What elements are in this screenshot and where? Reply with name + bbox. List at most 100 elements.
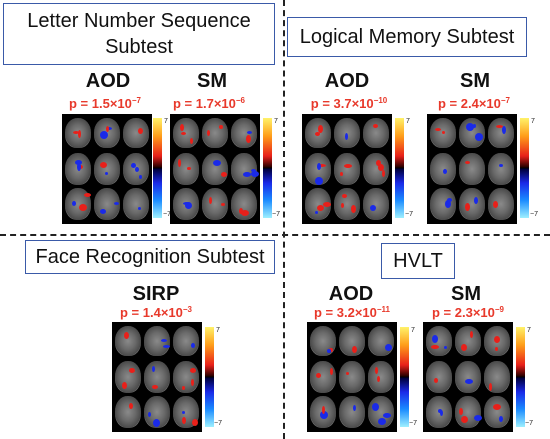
activation-blob xyxy=(178,159,182,168)
brain-slice xyxy=(94,153,120,185)
activation-blob xyxy=(345,371,349,375)
activation-blob xyxy=(79,204,88,212)
activation-blob xyxy=(435,128,442,132)
brain-slice xyxy=(202,118,228,148)
brain-slices-panel xyxy=(62,114,152,224)
activation-blob xyxy=(495,125,503,129)
brain-slice xyxy=(488,188,514,220)
activation-blob xyxy=(430,345,439,350)
p-value: p = 2.4×10−7 xyxy=(437,96,510,111)
activation-blob xyxy=(151,366,155,373)
vertical-divider xyxy=(283,0,285,439)
brain-slices-panel xyxy=(427,114,517,224)
activation-blob xyxy=(474,414,483,421)
activation-blob xyxy=(181,131,187,135)
brain-slice xyxy=(363,153,389,185)
activation-blob xyxy=(382,170,386,178)
brain-slice xyxy=(368,361,394,393)
section-title-text: Face Recognition Subtest xyxy=(35,246,265,268)
activation-blob xyxy=(137,128,143,135)
activation-blob xyxy=(353,404,357,411)
p-value: p = 1.5×10−7 xyxy=(68,96,141,111)
activation-blob xyxy=(322,201,331,207)
brain-slice xyxy=(484,396,510,428)
section-title-letter-number: Letter Number Sequence Subtest xyxy=(3,3,275,65)
activation-blob xyxy=(212,160,221,167)
colorbar-min: −7 xyxy=(409,420,417,427)
colorbar-max: 7 xyxy=(406,118,410,125)
activation-blob xyxy=(465,123,474,132)
activation-blob xyxy=(385,344,393,352)
group-label: SM xyxy=(451,283,481,305)
activation-blob xyxy=(207,130,211,137)
activation-blob xyxy=(459,407,464,415)
activation-blob xyxy=(443,345,447,349)
activation-blob xyxy=(441,131,445,135)
activation-blob xyxy=(446,198,452,203)
brain-slice xyxy=(363,118,389,148)
activation-blob xyxy=(246,134,252,143)
activation-blob xyxy=(377,376,381,383)
brain-slice xyxy=(334,153,360,185)
activation-blob xyxy=(460,415,468,423)
activation-blob xyxy=(190,367,197,373)
activation-blob xyxy=(105,126,109,133)
activation-blob xyxy=(242,172,251,178)
activation-blob xyxy=(329,368,333,376)
section-title-face-recognition: Face Recognition Subtest xyxy=(25,240,275,274)
brain-slices-panel xyxy=(307,322,397,432)
colorbar xyxy=(520,118,529,218)
activation-blob xyxy=(472,124,476,129)
brain-slice xyxy=(484,361,510,393)
brain-slice xyxy=(488,118,514,148)
activation-blob xyxy=(181,416,186,424)
activation-blob xyxy=(139,175,143,180)
colorbar-max: 7 xyxy=(411,327,415,334)
activation-blob xyxy=(351,345,357,353)
p-value: p = 1.7×10−6 xyxy=(172,96,245,111)
activation-blob xyxy=(104,171,108,175)
colorbar-max: 7 xyxy=(531,118,535,125)
activation-blob xyxy=(163,345,171,349)
activation-blob xyxy=(374,367,378,375)
activation-blob xyxy=(474,197,479,205)
colorbar-max: 7 xyxy=(527,327,531,334)
activation-blob xyxy=(316,162,321,170)
activation-blob xyxy=(465,160,471,164)
activation-blob xyxy=(218,125,223,130)
group-label: AOD xyxy=(85,70,131,92)
activation-blob xyxy=(317,205,325,212)
activation-blob xyxy=(100,162,108,169)
activation-blob xyxy=(129,367,136,373)
activation-blob xyxy=(99,130,108,139)
activation-blob xyxy=(343,164,352,169)
activation-blob xyxy=(444,200,451,209)
section-title-hvlt: HVLT xyxy=(381,243,455,279)
brain-slices-panel xyxy=(423,322,513,432)
activation-blob xyxy=(378,418,387,426)
activation-blob xyxy=(469,331,473,339)
brain-slice xyxy=(231,153,257,185)
brain-slice xyxy=(123,188,149,220)
brain-slice xyxy=(231,118,257,148)
activation-blob xyxy=(160,338,167,342)
activation-blob xyxy=(72,200,77,206)
section-title-text: HVLT xyxy=(393,250,443,272)
brain-slices-panel xyxy=(302,114,392,224)
brain-slices-panel xyxy=(112,322,202,432)
activation-blob xyxy=(316,373,322,379)
colorbar xyxy=(400,327,409,427)
brain-slice xyxy=(334,188,360,220)
activation-blob xyxy=(186,166,191,170)
activation-blob xyxy=(351,205,357,214)
activation-blob xyxy=(250,169,256,173)
activation-blob xyxy=(317,163,326,167)
activation-blob xyxy=(372,402,380,411)
brain-slice xyxy=(310,361,336,393)
activation-blob xyxy=(438,409,443,414)
activation-blob xyxy=(340,172,344,177)
p-value: p = 1.4×10−3 xyxy=(119,305,192,320)
group-label: SIRP xyxy=(132,283,180,305)
group-label: AOD xyxy=(324,70,370,92)
brain-slice xyxy=(363,188,389,220)
